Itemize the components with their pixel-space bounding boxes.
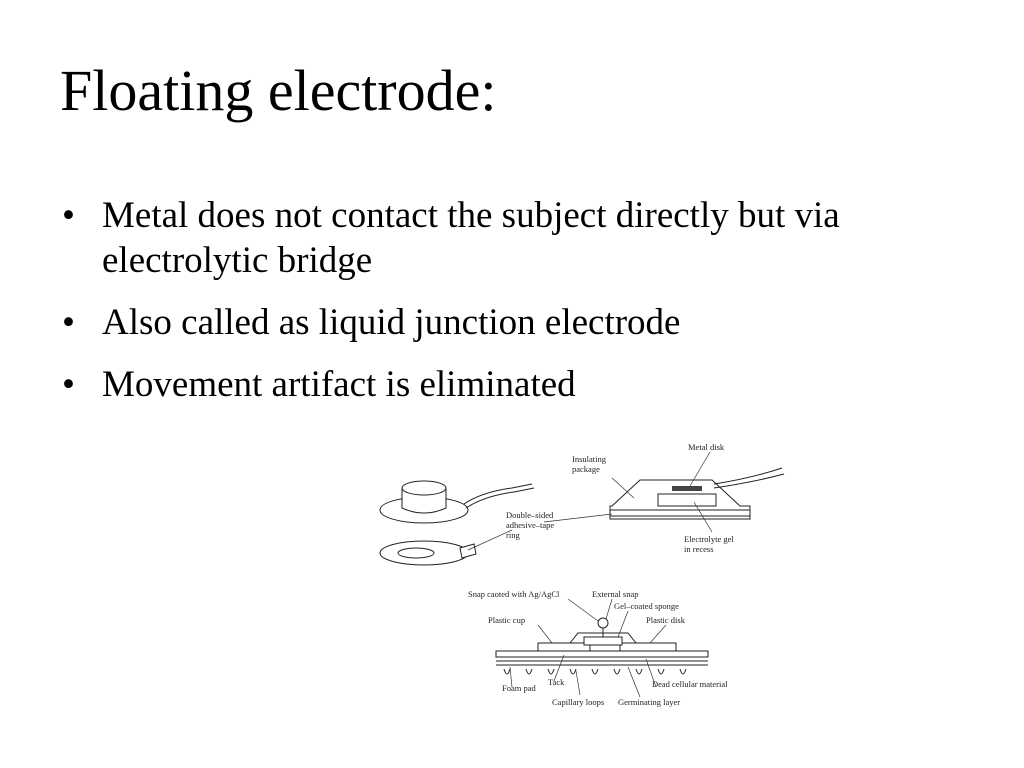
label-double-sided: Double–sided xyxy=(506,510,554,520)
bullet-item: • Metal does not contact the subject dir… xyxy=(60,193,990,283)
bullet-dot-icon: • xyxy=(62,302,75,343)
floating-electrode-figure: Metal disk Insulating package Double–sid… xyxy=(379,442,785,566)
bullet-text: Metal does not contact the subject direc… xyxy=(102,195,840,281)
label-plastic-disk: Plastic disk xyxy=(646,615,686,625)
electrode-cross-section xyxy=(609,467,785,520)
adhesive-ring-drawing xyxy=(379,540,477,566)
label-external-snap: External snap xyxy=(592,589,639,599)
electrode-body-drawing xyxy=(379,480,535,524)
snap-electrode-figure: Snap caoted with Ag/AgCl External snap G… xyxy=(468,589,728,707)
label-insulating: Insulating xyxy=(572,454,607,464)
bullet-dot-icon: • xyxy=(62,195,75,236)
snap-assembly-drawing xyxy=(537,617,677,652)
label-adhesive-tape: adhesive–tape xyxy=(506,520,554,530)
skin-layers-drawing xyxy=(495,650,709,675)
label-ring: ring xyxy=(506,530,520,540)
bullet-item: • Movement artifact is eliminated xyxy=(60,362,990,407)
label-germinating-layer: Germinating layer xyxy=(618,697,680,707)
bullet-list: • Metal does not contact the subject dir… xyxy=(60,193,990,424)
label-electrolyte-gel: Electrolyte gel xyxy=(684,534,734,544)
slide-title: Floating electrode: xyxy=(60,58,497,123)
label-in-recess: in recess xyxy=(684,544,714,554)
bullet-text: Movement artifact is eliminated xyxy=(102,364,576,405)
label-metal-disk: Metal disk xyxy=(688,442,725,452)
label-snap-coated: Snap caoted with Ag/AgCl xyxy=(468,589,560,599)
bullet-item: • Also called as liquid junction electro… xyxy=(60,300,990,345)
label-package: package xyxy=(572,464,600,474)
label-dead-cellular: Dead cellular material xyxy=(652,679,728,689)
label-tack: Tack xyxy=(548,677,565,687)
label-capillary-loops: Capillary loops xyxy=(552,697,604,707)
label-foam-pad: Foam pad xyxy=(502,683,537,693)
label-gel-sponge: Gel–coated sponge xyxy=(614,601,679,611)
bullet-text: Also called as liquid junction electrode xyxy=(102,302,681,343)
label-plastic-cup: Plastic cup xyxy=(488,615,525,625)
bullet-dot-icon: • xyxy=(62,364,75,405)
